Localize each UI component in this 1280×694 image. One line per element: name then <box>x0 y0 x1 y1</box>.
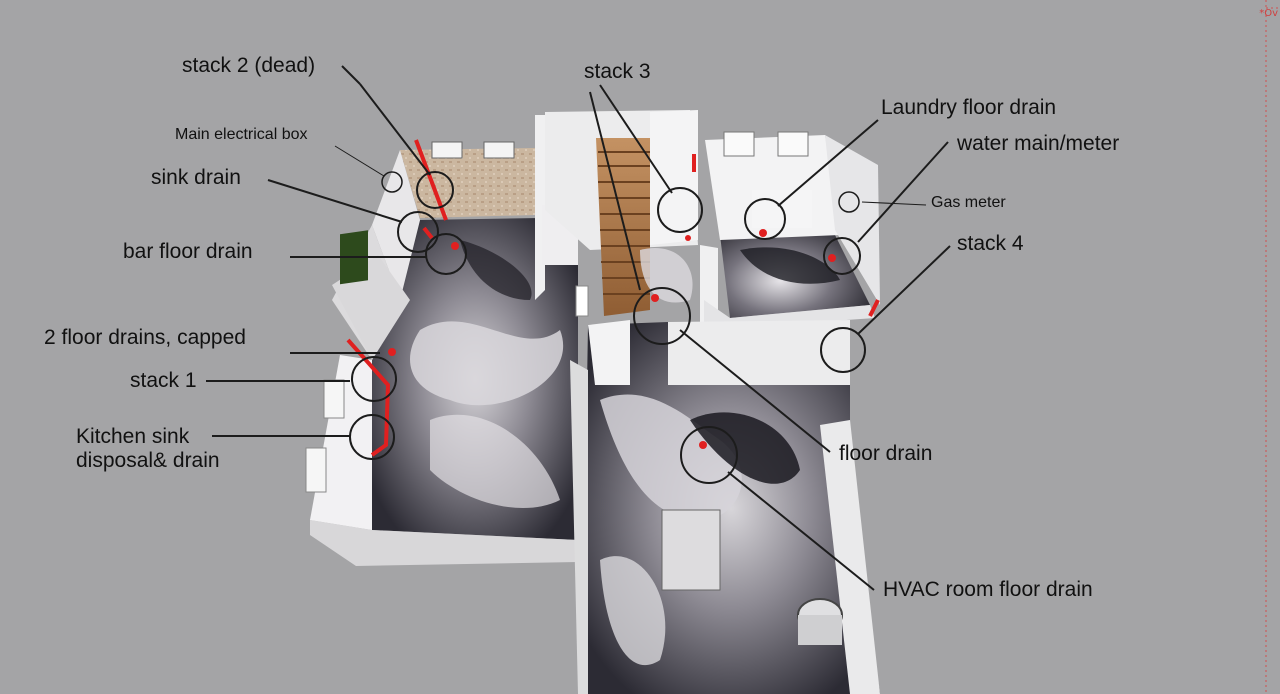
label-kitchen-sink-line1: Kitchen sink <box>76 425 190 448</box>
label-stack-2: stack 2 (dead) <box>182 54 316 77</box>
label-bar-floor-drain: bar floor drain <box>123 240 253 263</box>
brick-wall <box>400 148 535 218</box>
label-main-electrical-box: Main electrical box <box>175 126 308 143</box>
label-floor-drain: floor drain <box>839 442 933 465</box>
label-gas-meter: Gas meter <box>931 194 1006 211</box>
staircase <box>596 138 650 316</box>
corner-tag: *Ov <box>1259 8 1278 19</box>
label-2-floor-drains-capped: 2 floor drains, capped <box>44 326 246 349</box>
label-stack-4: stack 4 <box>957 232 1024 255</box>
hvac-unit <box>661 509 721 591</box>
label-stack-3: stack 3 <box>584 60 651 83</box>
left-room-front-wall <box>310 520 578 566</box>
label-water-main-meter: water main/meter <box>957 132 1120 155</box>
callout-lines <box>206 65 951 591</box>
label-sink-drain: sink drain <box>151 166 241 189</box>
label-hvac-room-floor-drain: HVAC room floor drain <box>883 578 1093 601</box>
label-stack-1: stack 1 <box>130 369 197 392</box>
label-laundry-floor-drain: Laundry floor drain <box>881 96 1057 119</box>
label-kitchen-sink-line2: disposal& drain <box>76 449 220 473</box>
label-kitchen-sink: Kitchen sink disposal& drain <box>76 425 220 473</box>
